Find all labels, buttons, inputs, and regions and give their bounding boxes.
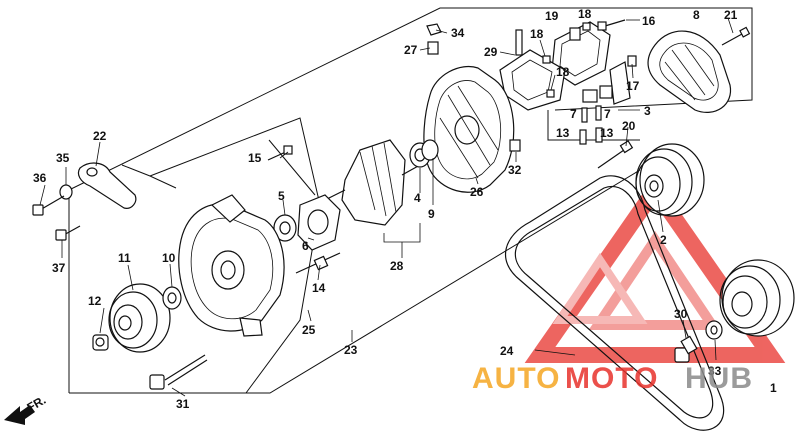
front-direction-marker: FR. <box>4 393 48 425</box>
callout-24: 24 <box>500 344 514 358</box>
callout-32: 32 <box>508 163 522 177</box>
bearing-plate-6 <box>297 194 341 251</box>
callout-12: 12 <box>88 294 102 308</box>
through-bolt-20 <box>597 140 634 169</box>
watermark-text: AUTO MOTO HUB <box>472 362 753 395</box>
callout-19: 19 <box>545 9 559 23</box>
screw-18-low <box>546 89 555 98</box>
callout-15: 15 <box>248 151 262 165</box>
callout-37: 37 <box>52 261 66 275</box>
watermark-auto: AUTO <box>472 362 560 395</box>
callout-9: 9 <box>428 207 435 221</box>
rotor-28 <box>314 139 421 226</box>
bearing-4 <box>409 139 439 168</box>
pulley-1 <box>719 259 795 337</box>
collar-10 <box>162 286 182 310</box>
nut-32 <box>509 139 521 152</box>
callout-4: 4 <box>414 191 421 205</box>
screw-18-mid <box>542 55 551 64</box>
callout-3: 3 <box>644 104 651 118</box>
callout-6: 6 <box>302 239 309 253</box>
front-housing-25 <box>178 194 285 337</box>
callout-26: 26 <box>470 185 484 199</box>
callout-23: 23 <box>344 343 358 357</box>
callout-18a: 18 <box>578 7 592 21</box>
callout-27: 27 <box>404 43 418 57</box>
callout-18b: 18 <box>530 27 544 41</box>
bolt-30 <box>674 335 698 363</box>
callout-29: 29 <box>484 45 498 59</box>
bracket-22 <box>77 162 137 209</box>
leader-lines <box>39 17 734 397</box>
callout-28: 28 <box>390 259 404 273</box>
callout-7a: 7 <box>570 107 577 121</box>
callout-7b: 7 <box>604 107 611 121</box>
callout-13b: 13 <box>600 126 614 140</box>
callout-14: 14 <box>312 281 326 295</box>
drive-belt <box>504 175 725 431</box>
callout-33: 33 <box>708 364 722 378</box>
stud-bolt-14 <box>295 252 341 274</box>
callout-labels: 1 2 3 4 5 6 7 7 8 9 10 11 12 13 13 14 15… <box>33 7 777 411</box>
callout-8: 8 <box>693 8 700 22</box>
brushes-13 <box>579 127 603 145</box>
callout-16: 16 <box>642 14 656 28</box>
bolt-36 <box>32 195 65 216</box>
bolt-37 <box>55 225 81 241</box>
rear-housing-26 <box>423 23 515 193</box>
callout-25: 25 <box>302 323 316 337</box>
callout-18c: 18 <box>556 65 570 79</box>
pulley-2 <box>635 143 705 217</box>
callout-5: 5 <box>278 189 285 203</box>
callout-34: 34 <box>451 26 465 40</box>
pulley-11 <box>108 283 171 353</box>
screw-18-top <box>582 22 591 31</box>
callout-1: 1 <box>770 381 777 395</box>
rear-cover-8 <box>647 30 732 113</box>
callout-13a: 13 <box>556 126 570 140</box>
callout-35: 35 <box>56 151 70 165</box>
brush-springs-7 <box>581 105 602 123</box>
callout-30: 30 <box>674 307 688 321</box>
terminal-plate <box>582 61 631 105</box>
bolt-31 <box>149 354 208 390</box>
washer-33 <box>705 320 723 340</box>
watermark-moto: MOTO <box>565 362 658 395</box>
callout-2: 2 <box>660 233 667 247</box>
nut-12 <box>92 334 109 351</box>
callout-36: 36 <box>33 171 47 185</box>
callout-22: 22 <box>93 129 107 143</box>
callout-10: 10 <box>162 251 176 265</box>
callout-31: 31 <box>176 397 190 411</box>
watermark-hub: HUB <box>685 362 753 395</box>
callout-11: 11 <box>118 251 131 265</box>
callout-21: 21 <box>724 8 738 22</box>
screw-16 <box>597 19 626 31</box>
callout-17: 17 <box>626 79 640 93</box>
watermark-logo <box>524 176 786 363</box>
screw-21 <box>721 26 751 46</box>
callout-20: 20 <box>622 119 636 133</box>
screw-15 <box>267 145 293 161</box>
